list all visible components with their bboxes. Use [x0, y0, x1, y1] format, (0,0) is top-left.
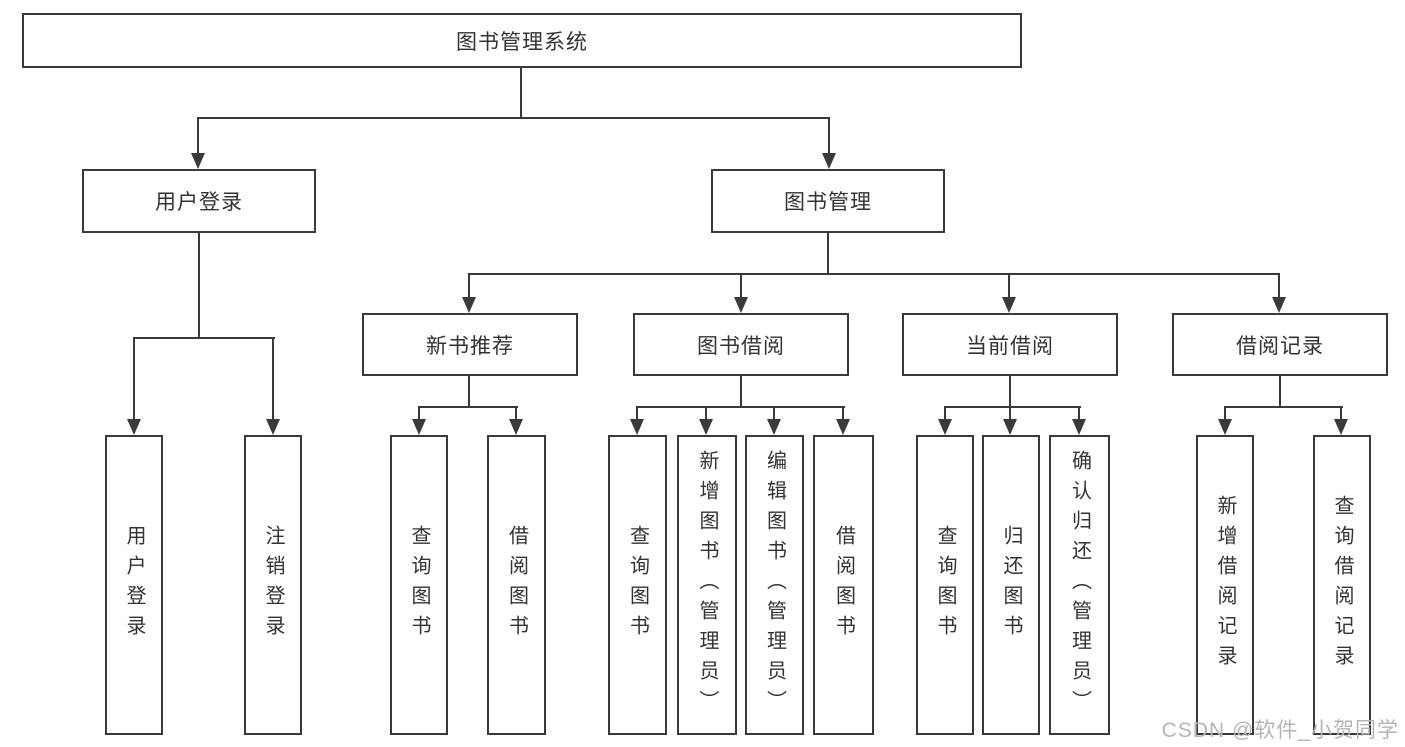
arrow-down-icon	[699, 419, 713, 435]
connector-vline	[1078, 406, 1080, 421]
node-label: 借阅图书	[505, 525, 528, 645]
node-label: 查询借阅记录	[1331, 495, 1353, 675]
node-label: 图书借阅	[697, 334, 785, 358]
node-add-book-admin: 新增图书（管理员）	[677, 435, 737, 735]
node-query-borrow-record: 查询借阅记录	[1313, 435, 1371, 735]
connector-vline	[198, 233, 200, 337]
connector-vline	[1224, 406, 1226, 421]
arrow-down-icon	[412, 419, 426, 435]
connector-hline	[944, 406, 1081, 408]
connector-vline	[740, 376, 742, 408]
connector-vline	[468, 376, 470, 408]
node-return-book: 归还图书	[982, 435, 1040, 735]
node-label: 查询图书	[626, 525, 649, 645]
connector-hline	[197, 117, 830, 119]
connector-vline	[272, 337, 274, 421]
connector-vline	[944, 406, 946, 421]
connector-vline	[1278, 273, 1280, 299]
node-root-system: 图书管理系统	[22, 13, 1022, 68]
node-label: 注销登录	[262, 525, 284, 645]
node-label: 用户登录	[123, 525, 145, 645]
node-logout: 注销登录	[244, 435, 302, 735]
connector-vline	[1008, 273, 1010, 299]
node-new-book-recommend: 新书推荐	[362, 313, 578, 376]
node-edit-book-admin: 编辑图书（管理员）	[745, 435, 804, 735]
connector-vline	[133, 337, 135, 421]
csdn-watermark: CSDN @软件_小贺同学	[1161, 719, 1399, 742]
node-label: 当前借阅	[966, 334, 1054, 358]
connector-vline	[515, 406, 517, 421]
arrow-down-icon	[938, 419, 952, 435]
connector-vline	[740, 273, 742, 299]
connector-vline	[468, 273, 470, 299]
node-label: 新增借阅记录	[1214, 495, 1236, 675]
arrow-down-icon	[1272, 297, 1286, 313]
connector-hline	[418, 406, 518, 408]
node-borrow-books: 借阅图书	[813, 435, 874, 735]
connector-vline	[1009, 376, 1011, 408]
connector-vline	[1340, 406, 1342, 421]
node-book-management: 图书管理	[711, 169, 945, 233]
node-current-borrow: 当前借阅	[902, 313, 1118, 376]
arrow-down-icon	[1072, 419, 1086, 435]
connector-vline	[520, 68, 522, 117]
arrow-down-icon	[462, 297, 476, 313]
connector-hline	[1224, 406, 1343, 408]
node-label: 新增图书（管理员）	[696, 450, 718, 720]
node-label: 归还图书	[1000, 525, 1022, 645]
connector-vline	[197, 117, 199, 155]
node-label: 图书管理系统	[456, 30, 588, 54]
node-label: 确认归还（管理员）	[1068, 450, 1091, 720]
node-user-login-action: 用户登录	[105, 435, 163, 735]
connector-vline	[1279, 376, 1281, 408]
connector-vline	[842, 406, 844, 421]
node-label: 借阅图书	[832, 525, 855, 645]
arrow-down-icon	[266, 419, 280, 435]
node-label: 编辑图书（管理员）	[763, 450, 786, 720]
connector-vline	[1009, 406, 1011, 421]
node-label: 借阅记录	[1236, 334, 1324, 358]
connector-vline	[418, 406, 420, 421]
node-book-borrow: 图书借阅	[633, 313, 849, 376]
connector-hline	[636, 406, 845, 408]
node-borrow-books-recommend: 借阅图书	[487, 435, 546, 735]
node-label: 查询图书	[934, 525, 956, 645]
arrow-down-icon	[1334, 419, 1348, 435]
node-user-login: 用户登录	[82, 169, 316, 233]
node-label: 查询图书	[408, 525, 430, 645]
connector-hline	[133, 337, 275, 339]
arrow-down-icon	[822, 153, 836, 169]
connector-vline	[773, 406, 775, 421]
arrow-down-icon	[1218, 419, 1232, 435]
node-confirm-return-admin: 确认归还（管理员）	[1049, 435, 1110, 735]
arrow-down-icon	[191, 153, 205, 169]
node-label: 新书推荐	[426, 334, 514, 358]
node-query-books-current: 查询图书	[916, 435, 974, 735]
connector-vline	[827, 233, 829, 275]
connector-vline	[636, 406, 638, 421]
node-label: 用户登录	[155, 191, 243, 214]
node-label: 图书管理	[784, 191, 872, 214]
arrow-down-icon	[734, 297, 748, 313]
connector-vline	[705, 406, 707, 421]
node-query-books-borrow: 查询图书	[608, 435, 667, 735]
arrow-down-icon	[1003, 419, 1017, 435]
arrow-down-icon	[1002, 297, 1016, 313]
arrow-down-icon	[630, 419, 644, 435]
connector-vline	[828, 117, 830, 155]
arrow-down-icon	[836, 419, 850, 435]
node-query-books-recommend: 查询图书	[390, 435, 448, 735]
connector-hline	[468, 273, 1280, 275]
arrow-down-icon	[767, 419, 781, 435]
node-borrow-record: 借阅记录	[1172, 313, 1388, 376]
node-add-borrow-record: 新增借阅记录	[1196, 435, 1254, 735]
arrow-down-icon	[509, 419, 523, 435]
arrow-down-icon	[127, 419, 141, 435]
